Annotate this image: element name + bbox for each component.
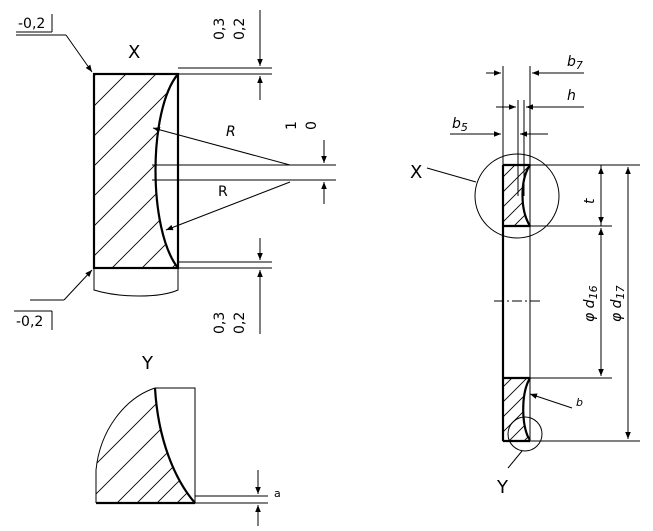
dim-d17: φ d17 — [609, 285, 627, 322]
dim-b-leader: b — [576, 396, 583, 409]
radius-label-top: R — [226, 124, 236, 140]
detail-x-title: X — [128, 42, 140, 63]
dim-b7: b7 — [567, 54, 583, 72]
tol-top-label: -0,2 — [18, 16, 45, 32]
dim-offset-0: 0 — [304, 121, 320, 130]
dim-h: h — [567, 88, 576, 104]
dim-offset-1: 1 — [284, 121, 300, 130]
dim-top: 0,3 0,2 — [178, 10, 272, 100]
detail-y-title: Y — [141, 353, 154, 374]
dim-offset: 1 0 — [284, 121, 327, 204]
callout-x: X — [410, 162, 422, 183]
dim-a-label: a — [274, 487, 281, 500]
tol-bottom-label: -0,2 — [16, 314, 43, 330]
callout-y: Y — [496, 477, 509, 498]
radius-label-bottom: R — [218, 184, 228, 200]
dim-b5: b5 — [452, 116, 468, 134]
dim-d16: φ d16 — [582, 285, 600, 322]
main-section-view: X Y b7 h b5 t φ d16 φ d17 — [410, 54, 640, 498]
dim-t: t — [582, 198, 598, 204]
detail-x: X -0,2 — [14, 10, 336, 334]
detail-y: Y a — [95, 353, 281, 526]
dim-bottom-03: 0,3 — [212, 312, 228, 334]
dim-top-02: 0,2 — [232, 18, 248, 40]
tol-flag-bottom: -0,2 — [14, 269, 93, 330]
dim-top-03: 0,3 — [212, 18, 228, 40]
dim-bottom: 0,3 0,2 — [178, 238, 272, 334]
dim-bottom-02: 0,2 — [232, 312, 248, 334]
tol-flag-top: -0,2 — [16, 14, 93, 73]
